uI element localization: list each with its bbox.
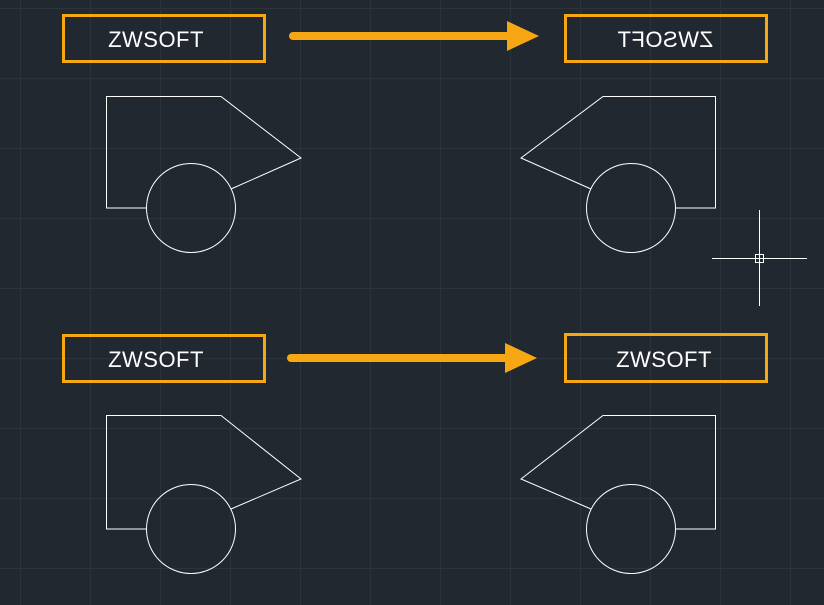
- source-shape-1[interactable]: [106, 96, 302, 253]
- source-label-box-1[interactable]: [62, 14, 266, 63]
- result-label-text-1-mirrored: ZWSOFT: [617, 27, 713, 52]
- result-label-box-2[interactable]: [564, 333, 768, 383]
- source-shape-2[interactable]: [106, 415, 302, 574]
- mirrored-shape-2[interactable]: [520, 415, 716, 574]
- source-label-box-2[interactable]: [62, 334, 266, 383]
- right-arrow-2: [287, 343, 537, 373]
- mirrored-shape-1[interactable]: [520, 96, 716, 253]
- row-2: ZWSOFT ZWSOFT: [62, 333, 768, 574]
- right-arrow-1: [289, 21, 539, 51]
- result-label-text-2: ZWSOFT: [616, 347, 712, 372]
- crosshair-cursor-icon: [712, 210, 807, 306]
- source-label-text-1: ZWSOFT: [108, 27, 204, 52]
- result-label-box-1[interactable]: [564, 14, 768, 63]
- row-1: ZWSOFT ZWSOFT: [62, 14, 768, 253]
- source-label-text-2: ZWSOFT: [108, 347, 204, 372]
